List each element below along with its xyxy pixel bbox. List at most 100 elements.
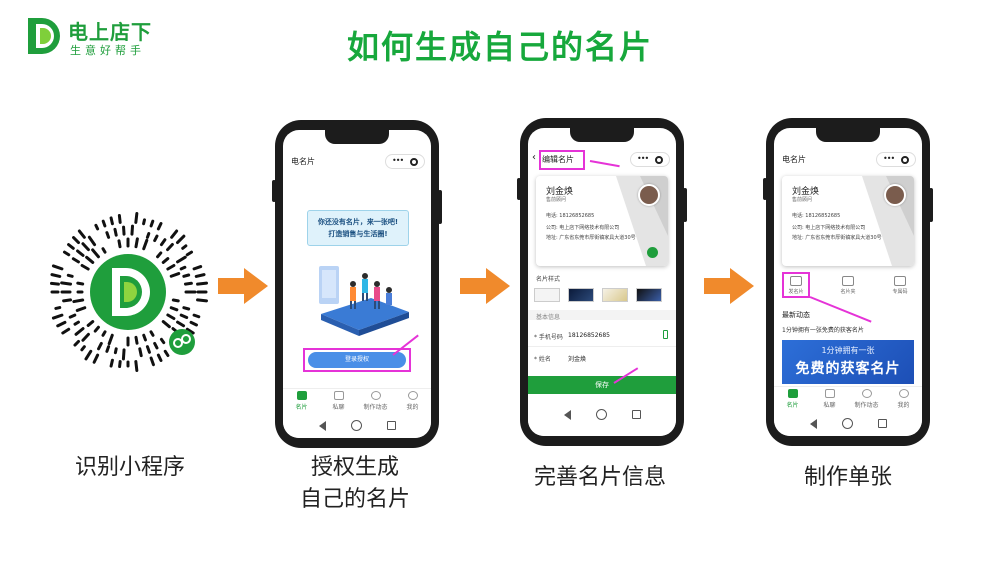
back-icon[interactable]	[810, 419, 817, 429]
back-icon[interactable]	[564, 410, 571, 420]
card-holder-button[interactable]: 名片夹	[828, 276, 868, 295]
card-phone: 18126852685	[805, 213, 841, 219]
style-swatch-3[interactable]	[602, 288, 628, 302]
qr-module	[176, 320, 186, 328]
card-company: 电上店下网络技术有限公司	[559, 225, 620, 231]
style-swatch-1[interactable]	[534, 288, 560, 302]
step-2-line-1: 授权生成	[310, 455, 399, 480]
name-input[interactable]: 刘金焕	[568, 356, 587, 363]
highlight-send-card	[782, 272, 810, 298]
step-label-1: 识别小程序	[40, 452, 220, 484]
qr-module	[86, 320, 95, 327]
send-card-button[interactable]: 发名片	[776, 276, 816, 295]
qr-module	[194, 273, 206, 278]
brand-logo-mark-icon	[28, 18, 60, 54]
mini-program-qr-code[interactable]	[48, 212, 208, 372]
qr-module	[149, 219, 155, 228]
qr-module	[145, 345, 151, 354]
banner-headline: 免费的获客名片	[795, 361, 901, 377]
recent-apps-icon[interactable]	[632, 410, 641, 419]
qr-module	[161, 257, 170, 264]
qr-module	[142, 238, 149, 251]
tab-create[interactable]: 制作动态	[848, 389, 885, 409]
tab-create[interactable]: 制作动态	[357, 391, 394, 411]
qr-module	[166, 313, 176, 320]
prompt-line-2: 打造销售与生活圈!	[328, 230, 388, 238]
mobile-input[interactable]: 18126852685	[568, 332, 610, 339]
home-icon[interactable]	[351, 420, 362, 431]
phone-icon	[663, 330, 668, 339]
phone-screen: ‹ 编辑名片 ••• 刘金焕 售前顾问 电话: 18126852685 公司: …	[528, 128, 676, 436]
tab-card[interactable]: 名片	[774, 389, 811, 409]
tab-mine[interactable]: 我的	[394, 391, 431, 411]
qr-module	[68, 313, 77, 319]
qr-module	[73, 320, 80, 326]
card-name: 刘金焕	[792, 187, 820, 197]
exclusive-code-button[interactable]: 专属码	[880, 276, 920, 295]
qr-module	[76, 249, 85, 257]
qr-module	[105, 231, 111, 239]
news-item[interactable]: 1分钟拥有一张免费的获客名片	[782, 327, 864, 334]
home-icon[interactable]	[842, 418, 853, 429]
qr-module	[60, 281, 73, 286]
qr-module	[182, 306, 191, 311]
qr-module	[73, 339, 81, 347]
login-authorize-button[interactable]: 登录授权	[308, 352, 406, 368]
qr-module	[67, 243, 75, 250]
tab-chat[interactable]: 私聊	[320, 391, 357, 411]
close-mini-program-icon[interactable]	[410, 158, 418, 166]
system-nav-bar	[774, 412, 922, 436]
close-mini-program-icon[interactable]	[901, 156, 909, 164]
avatar	[884, 184, 906, 206]
close-mini-program-icon[interactable]	[655, 156, 663, 164]
save-button[interactable]: 保存	[528, 376, 676, 394]
qr-module	[161, 320, 171, 329]
qr-module	[166, 264, 176, 271]
recent-apps-icon[interactable]	[387, 421, 396, 430]
qr-module	[169, 306, 179, 312]
isometric-illustration	[319, 266, 409, 336]
highlight-arrow	[809, 296, 872, 323]
more-icon[interactable]: •••	[883, 154, 895, 163]
qr-module	[182, 273, 191, 278]
qr-module	[192, 313, 201, 319]
system-nav-bar	[283, 414, 431, 438]
card-role: 售前顾问	[546, 197, 567, 203]
home-icon[interactable]	[596, 409, 607, 420]
back-arrow-icon[interactable]: ‹	[532, 152, 536, 163]
promo-banner[interactable]: 1分钟拥有一张 免费的获客名片	[782, 340, 914, 384]
qr-module	[101, 247, 107, 254]
qr-module	[84, 349, 93, 361]
style-swatch-4[interactable]	[636, 288, 662, 302]
tab-card[interactable]: 名片	[283, 391, 320, 411]
qr-module	[62, 250, 71, 257]
mini-program-capsule[interactable]: •••	[385, 154, 425, 169]
tab-mine[interactable]: 我的	[885, 389, 922, 409]
qr-module	[183, 281, 193, 286]
app-title: 电名片	[782, 155, 806, 164]
qr-module	[109, 216, 114, 226]
qr-module	[121, 348, 126, 361]
qr-module	[109, 358, 114, 368]
basic-info-label: 基本信息	[536, 314, 561, 321]
brand-logo: 电上店下 生意好帮手	[24, 14, 164, 60]
mini-program-capsule[interactable]: •••	[630, 152, 670, 167]
style-swatch-2[interactable]	[568, 288, 594, 302]
recent-apps-icon[interactable]	[878, 419, 887, 428]
back-icon[interactable]	[319, 421, 326, 431]
qr-module	[50, 273, 62, 278]
phone-edit-card: ‹ 编辑名片 ••• 刘金焕 售前顾问 电话: 18126852685 公司: …	[517, 118, 687, 446]
mobile-label: * 手机号码	[534, 334, 563, 341]
qr-module	[159, 337, 166, 345]
qr-module	[93, 325, 100, 333]
mini-program-capsule[interactable]: •••	[876, 152, 916, 167]
tab-chat[interactable]: 私聊	[811, 389, 848, 409]
more-icon[interactable]: •••	[392, 156, 404, 165]
qr-module	[113, 347, 118, 355]
card-address: 广东省东莞市厚街镇家具大道30号	[805, 235, 882, 241]
qr-module	[156, 251, 163, 259]
camera-icon[interactable]	[647, 247, 658, 258]
banner-subtitle: 1分钟拥有一张	[821, 346, 875, 355]
more-icon[interactable]: •••	[637, 154, 649, 163]
share-icon	[790, 276, 802, 286]
